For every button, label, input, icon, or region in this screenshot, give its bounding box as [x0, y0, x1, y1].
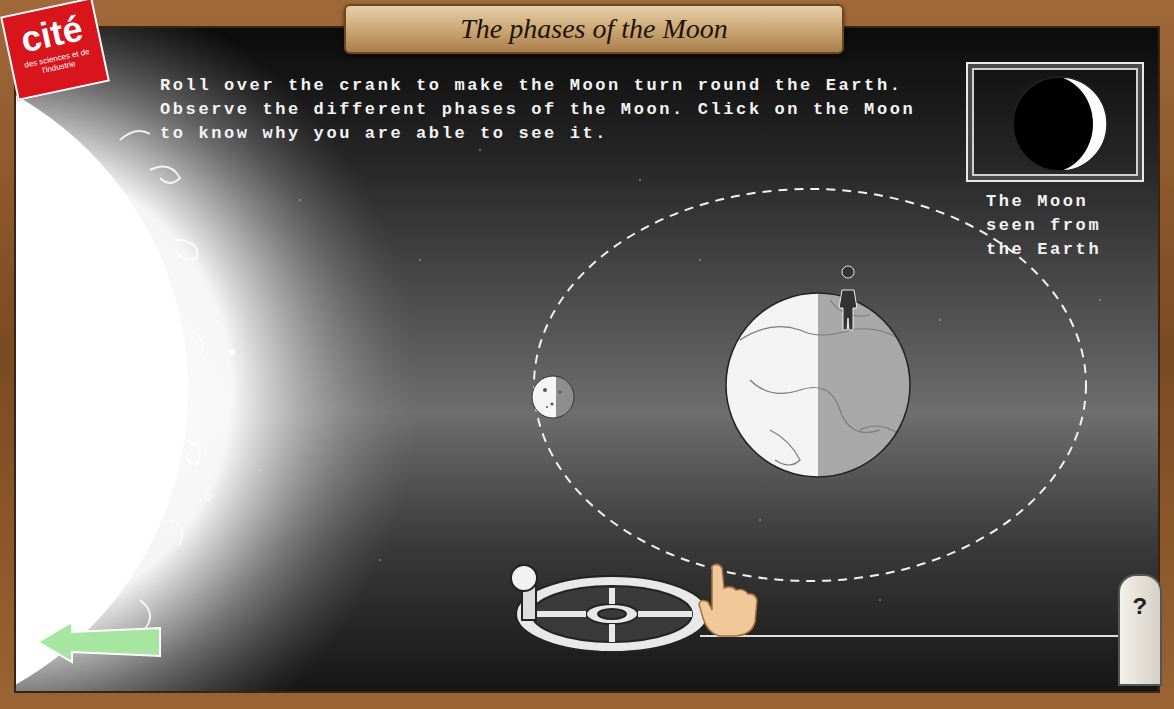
moon-view-panel: The Moon seen from the Earth	[962, 62, 1148, 262]
instruction-text: Roll over the crank to make the Moon tur…	[160, 74, 940, 146]
title-text: The phases of the Moon	[360, 12, 828, 46]
help-symbol: ?	[1120, 594, 1160, 622]
instruction-text-line: Roll over the crank to make the Moon tur…	[160, 74, 940, 146]
title-banner: The phases of the Moon	[344, 4, 844, 54]
help-button: ?	[1118, 574, 1162, 686]
panel-caption: The Moon seen from the Earth	[986, 190, 1122, 262]
moon-view-frame	[966, 62, 1144, 182]
moon-phase-picture	[968, 64, 1142, 180]
